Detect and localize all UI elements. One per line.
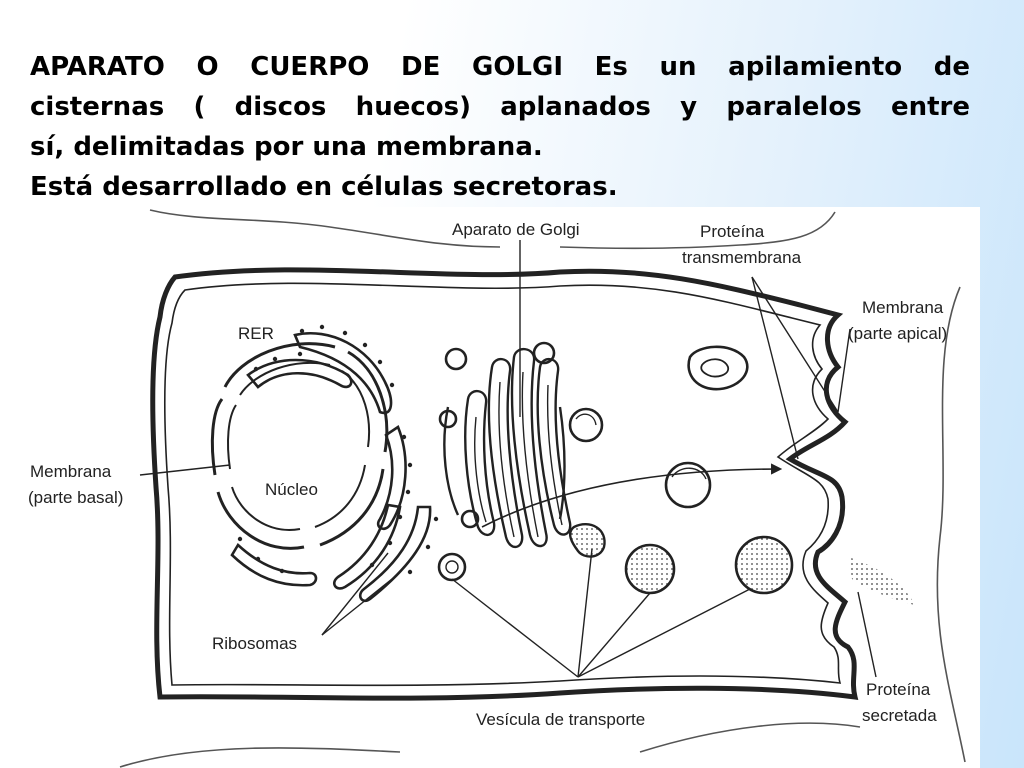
transport-arrow: [481, 463, 783, 528]
heading-line-2: cisternas ( discos huecos) aplanados y p…: [30, 92, 970, 122]
cell-diagram: Aparato de Golgi Proteína transmembrana …: [0, 207, 980, 768]
label-golgi: Aparato de Golgi: [452, 220, 580, 239]
label-membrane-apical-1: Membrana: [862, 298, 944, 317]
heading-line-4: Está desarrollado en células secretoras.: [30, 172, 618, 202]
ribosome-dots: [237, 324, 439, 575]
label-membrane-apical-2: (parte apical): [848, 324, 947, 343]
label-ribosomes: Ribosomas: [212, 634, 297, 653]
slide-text: APARATO O CUERPO DE GOLGI Es un apilamie…: [30, 47, 970, 207]
label-membrane-basal-1: Membrana: [30, 462, 112, 481]
transport-vesicles: [437, 341, 794, 595]
cell-diagram-svg: Aparato de Golgi Proteína transmembrana …: [28, 209, 966, 768]
heading-title: APARATO O CUERPO DE GOLGI: [30, 52, 563, 82]
label-nucleus: Núcleo: [265, 480, 318, 499]
label-protein-transmembrane-2: transmembrana: [682, 248, 802, 267]
label-secreted-protein-1: Proteína: [866, 680, 931, 699]
rough-er: [230, 332, 432, 603]
label-protein-transmembrane-1: Proteína: [700, 222, 765, 241]
heading-line-1-rest: Es un apilamiento de: [594, 52, 970, 82]
diagram-labels: Aparato de Golgi Proteína transmembrana …: [28, 220, 947, 729]
cell-membrane: [150, 267, 859, 701]
heading-line-1: APARATO O CUERPO DE GOLGI Es un apilamie…: [30, 47, 970, 87]
golgi-stack: [443, 348, 606, 558]
leader-lines: [139, 240, 877, 678]
label-transport-vesicle: Vesícula de transporte: [476, 710, 645, 729]
label-rer: RER: [238, 324, 274, 343]
heading-line-3: sí, delimitadas por una membrana.: [30, 132, 543, 162]
neighbor-cell-outlines: [119, 209, 966, 768]
secreted-protein: [848, 557, 915, 605]
label-membrane-basal-2: (parte basal): [28, 488, 123, 507]
label-secreted-protein-2: secretada: [862, 706, 937, 725]
